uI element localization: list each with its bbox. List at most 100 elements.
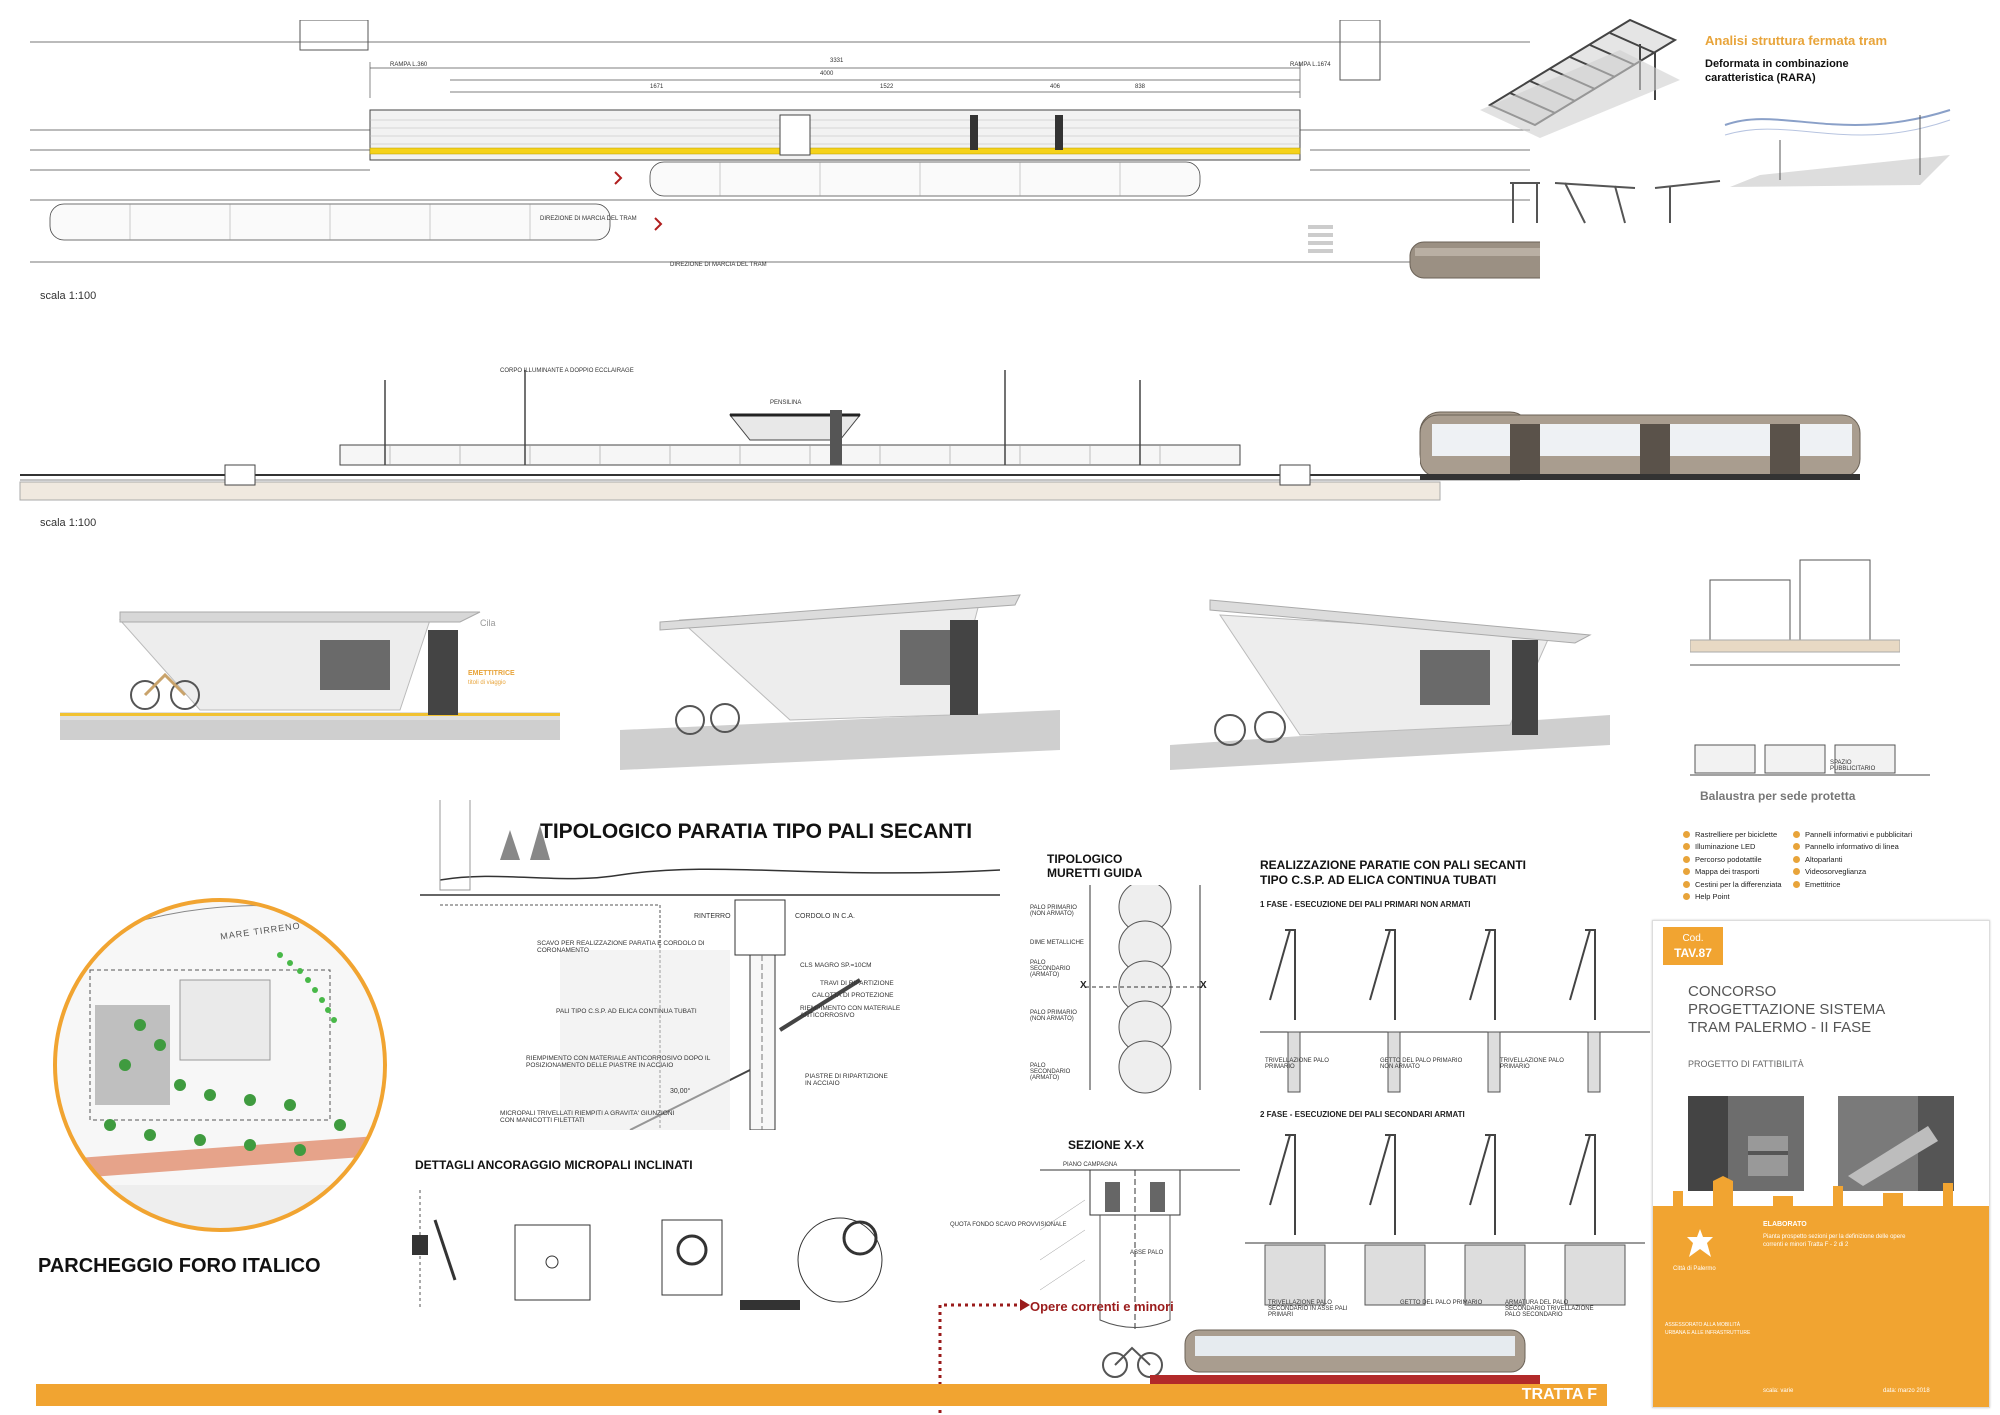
fase2-step-label: TRIVELLAZIONE PALO SECONDARIO IN ASSE PA… [1268,1300,1348,1318]
dimension-d: 406 [1050,84,1061,90]
route-path-decoration [938,1299,1030,1413]
muretti-title-line1: TIPOLOGICO [1047,852,1123,866]
calotta-label: CALOTTA DI PROTEZIONE [812,992,894,999]
canopy-section-diagram [1510,180,1721,224]
cordolo-label: CORDOLO IN C.A. [795,913,855,920]
legend-bullet-icon [1793,855,1800,863]
tram-elevation-render [1420,414,1861,480]
modern-tram-photo-image [1838,1096,1954,1191]
dimension-total: 3331 [830,58,844,64]
fase1-step-label: TRIVELLAZIONE PALO PRIMARIO [1265,1058,1329,1070]
platform-elevation-drawing [19,370,1531,501]
fase1-title: 1 FASE - ESECUZIONE DEI PALI PRIMARI NON… [1260,900,1471,909]
fase2-title: 2 FASE - ESECUZIONE DEI PALI SECONDARI A… [1260,1110,1465,1119]
lighting-label: CORPO ILLUMINANTE A DOPPIO ECCLAIRAGE [500,368,634,374]
muretti-label: PALO SECONDARIO (ARMATO) [1030,960,1071,978]
section-mark-right: X [1200,980,1207,991]
legend-column-right: Pannelli informativi e pubblicitari Pann… [1793,828,1912,891]
fase2-drawing [1245,1134,1645,1306]
legend-item: Rastrelliere per biciclette [1683,828,1782,841]
legend-bullet-icon [1683,868,1690,876]
legend-item: Help Point [1683,891,1782,904]
quota-fondo-label: QUOTA FONDO SCAVO PROVVISIONALE [950,1222,1067,1228]
pali-label: PALI TIPO C.S.P. AD ELICA CONTINUA TUBAT… [556,1008,697,1015]
tram-direction-label: DIREZIONE DI MARCIA DEL TRAM [540,216,637,222]
analysis-title: Analisi struttura fermata tram [1705,33,1888,48]
shelter-render-3 [1170,599,1610,770]
city-eagle-crest-icon [1687,1229,1713,1257]
legend-item: Percorso podotattile [1683,853,1782,866]
legend-bullet-icon [1683,893,1690,901]
balustrade-elevation-drawing [1690,744,1930,776]
section-mark-left: X [1080,980,1087,991]
deformata-label: Deformata in combinazione [1705,58,1849,70]
code-prefix: Cod. [1682,933,1704,944]
date-info: data: marzo 2018 [1883,1388,1930,1394]
historic-tram-photo-image [1688,1096,1804,1191]
canopy-structure-3d [1480,18,1680,138]
muretti-label: PALO SECONDARIO (ARMATO) [1030,1063,1071,1081]
legend-bullet-icon [1683,830,1690,838]
rinterro-label: RINTERRO [694,913,731,920]
legend-item: Videosorveglianza [1793,866,1912,879]
legend-item: Pannelli informativi e pubblicitari [1793,828,1912,841]
elaborato-description: Pianta prospetto sezioni per la definizi… [1763,1234,1906,1248]
spazio-pubblicitario-label: SPAZIO PUBBLICITARIO [1830,760,1876,772]
legend-bullet-icon [1683,855,1690,863]
deformed-shape-diagram [1724,109,1951,187]
competition-subtitle: PROGETTO DI FATTIBILITÀ [1688,1059,1804,1069]
scale-info: scala: varie [1763,1388,1794,1394]
balustrade-title: Balaustra per sede protetta [1700,789,1856,803]
dimension-e: 838 [1135,84,1146,90]
sezione-title: SEZIONE X-X [1068,1138,1145,1152]
legend-column-left: Rastrelliere per biciclette Illuminazion… [1683,828,1782,903]
bike-tram-illustration [1102,1329,1540,1384]
legend-item: Pannello informativo di linea [1793,841,1912,854]
realizzazione-title-line2: TIPO C.S.P. AD ELICA CONTINUA TUBATI [1260,873,1497,887]
dimension-a: 4000 [820,71,834,77]
code-badge: Cod. TAV.87 [1663,927,1723,965]
elevation-scale-label: scala 1:100 [40,517,97,529]
micropali-label: MICROPALI TRIVELLATI RIEMPITI A GRAVITA'… [500,1110,675,1124]
opere-label: Opere correnti e minori [1030,1299,1174,1314]
angle-label: 30,00° [670,1088,691,1095]
legend-bullet-icon [1683,843,1690,851]
paratia-section-drawing [420,800,1001,1130]
legend-bullet-icon [1793,830,1800,838]
realizzazione-title-line1: REALIZZAZIONE PARATIE CON PALI SECANTI [1260,858,1526,872]
dettagli-title: DETTAGLI ANCORAGGIO MICROPALI INCLINATI [415,1158,693,1172]
legend-bullet-icon [1793,868,1800,876]
tratta-band: TRATTA F [36,1384,1607,1406]
fase1-step-label: GETTO DEL PALO PRIMARIO NON ARMATO [1380,1058,1463,1070]
city-name: Città di Palermo [1673,1266,1716,1272]
caratteristica-label: caratteristica (RARA) [1705,72,1816,84]
elaborato-label: ELABORATO [1763,1221,1807,1228]
fase2-step-label: ARMATURA DEL PALO SECONDARIO TRIVELLAZIO… [1505,1300,1594,1318]
tratta-label: TRATTA F [1521,1386,1597,1403]
anchor-details-drawing [412,1190,883,1310]
muretti-title-line2: MURETTI GUIDA [1047,866,1143,880]
cls-magro-label: CLS MAGRO Sp.=10cm [800,962,872,969]
travi-label: TRAVI DI RIPARTIZIONE [820,980,894,987]
platform-plan-drawing [30,20,1540,279]
muretti-label: PALO PRIMARIO (NON ARMATO) [1030,905,1077,917]
legend-item: Mappa dei trasporti [1683,866,1782,879]
legend-bullet-icon [1793,843,1800,851]
legend-item: Emettitrice [1793,878,1912,891]
rampa-right-label: RAMPA L.1674 [1290,62,1331,68]
scavo-label: SCAVO PER REALIZZAZIONE PARATIA E CORDOL… [537,940,705,954]
legend-item: Illuminazione LED [1683,841,1782,854]
shelter-render-2 [620,594,1060,770]
fase1-drawing [1260,929,1650,1093]
historic-tram-photo [1688,1096,1804,1191]
tram-direction-label: DIREZIONE DI MARCIA DEL TRAM [670,262,767,268]
muretti-label: DIME METALLICHE [1030,940,1084,946]
competition-title: CONCORSO PROGETTAZIONE SISTEMA TRAM PALE… [1688,983,1886,1036]
shelter-label: PENSILINA [770,400,802,406]
skyline-silhouette-icon [1653,1176,1989,1221]
shelter-render-1 [60,611,560,740]
code-value: TAV.87 [1674,946,1712,960]
department-label: ASSESSORATO ALLA MOBILITÀ URBANA E ALLE … [1665,1322,1751,1336]
modern-tram-photo [1838,1096,1954,1191]
balustrade-section-drawing [1690,559,1900,666]
